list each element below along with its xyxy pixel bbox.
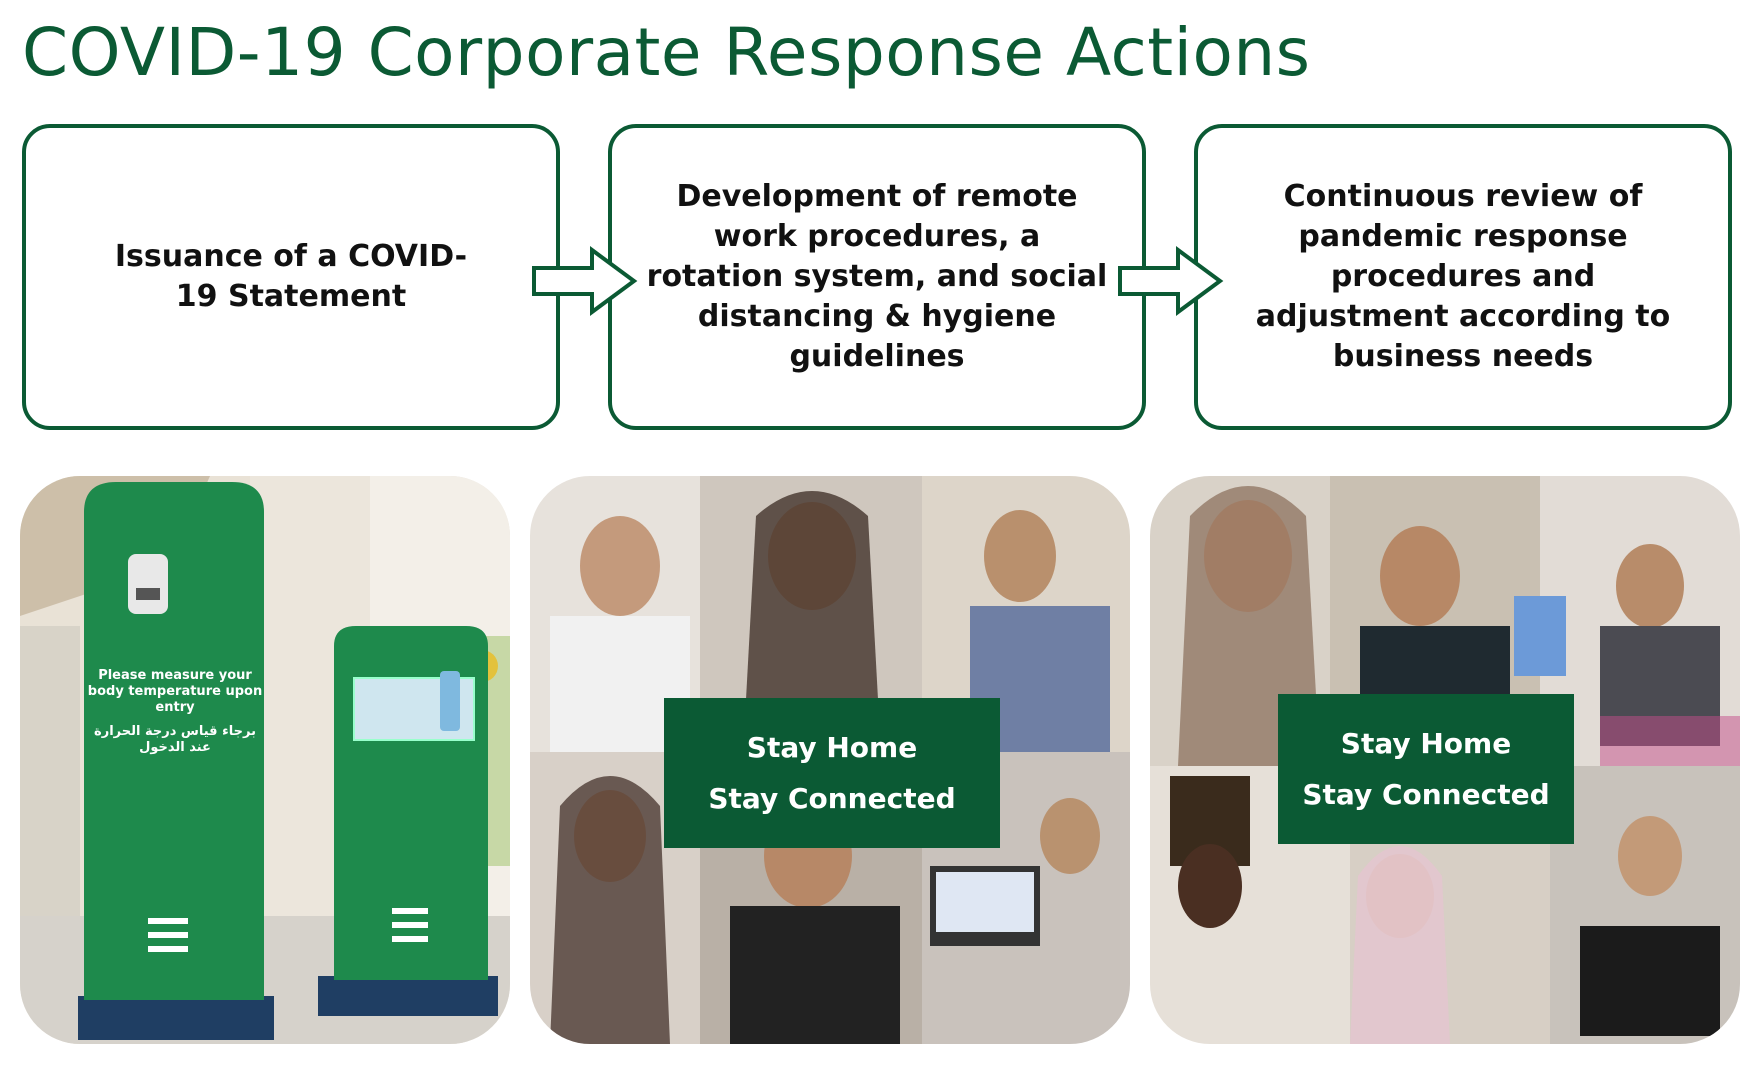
photo-remote-team-collage-two: Stay Home Stay Connected bbox=[1150, 476, 1740, 1044]
stay-home-banner: Stay Home Stay Connected bbox=[1278, 694, 1574, 844]
step-card-statement: Issuance of a COVID-19 Statement bbox=[22, 124, 560, 430]
stand-sign-arabic: برجاء قياس درجة الحرارة عند الدخول bbox=[94, 724, 256, 755]
step-text: Development of remote work procedures, a… bbox=[646, 179, 1108, 374]
page-title: COVID-19 Corporate Response Actions bbox=[22, 14, 1311, 91]
banner-line-stay-connected: Stay Connected bbox=[1302, 778, 1550, 811]
step-card-procedures: Development of remote work procedures, a… bbox=[608, 124, 1146, 430]
banner-line-stay-home: Stay Home bbox=[1340, 727, 1512, 760]
arrow-right-icon bbox=[532, 246, 638, 316]
banner-line-stay-home: Stay Home bbox=[746, 731, 918, 764]
photo-remote-team-collage-one: Stay Home Stay Connected bbox=[530, 476, 1130, 1044]
photo-temperature-stands: Please measure your body temperature upo… bbox=[20, 476, 510, 1044]
stand-sign-english: Please measure your body temperature upo… bbox=[87, 668, 263, 715]
step-text: Continuous review of pandemic response p… bbox=[1255, 179, 1671, 374]
step-card-review: Continuous review of pandemic response p… bbox=[1194, 124, 1732, 430]
stay-home-banner: Stay Home Stay Connected bbox=[664, 698, 1000, 848]
arrow-right-icon bbox=[1118, 246, 1224, 316]
banner-line-stay-connected: Stay Connected bbox=[708, 782, 956, 815]
step-text: Issuance of a COVID-19 Statement bbox=[114, 239, 468, 314]
